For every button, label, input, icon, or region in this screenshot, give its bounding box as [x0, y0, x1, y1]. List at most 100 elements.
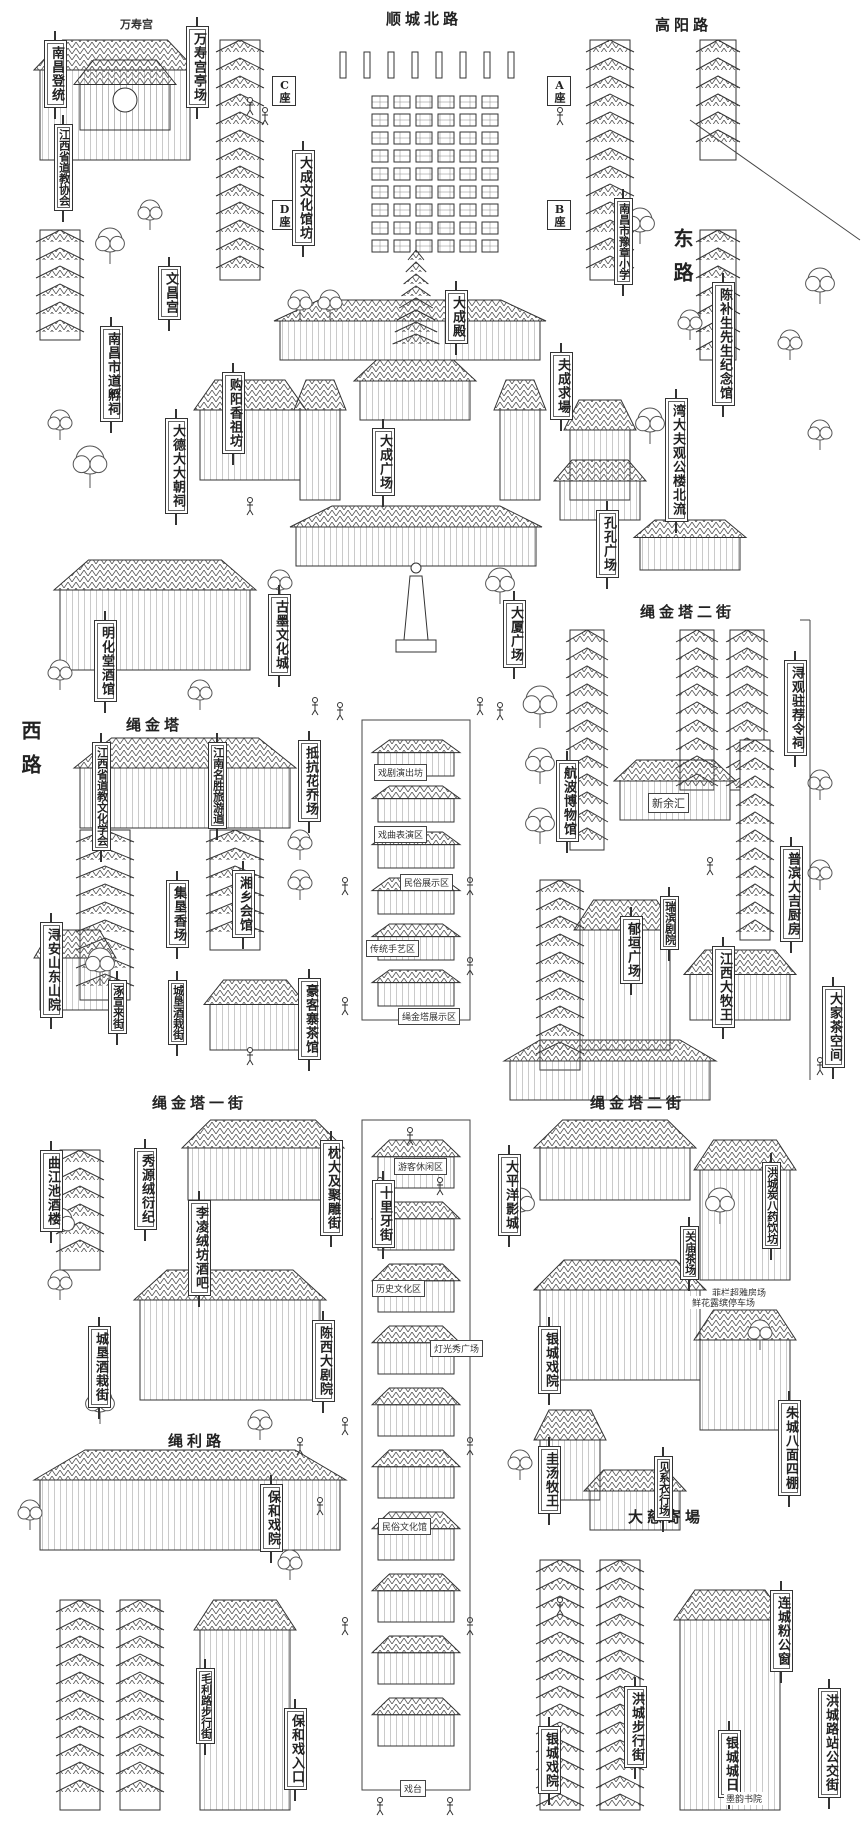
sign-dacheng-dian: 大成殿	[445, 290, 468, 344]
person	[341, 1417, 349, 1436]
tree	[747, 1319, 773, 1350]
tower-tier	[595, 1577, 645, 1591]
person	[556, 1597, 564, 1616]
hall-roof	[370, 1573, 462, 1592]
hall-roof	[352, 359, 478, 382]
tree-canopy	[819, 275, 835, 292]
tower-tier	[35, 265, 85, 279]
sign-huayuan: 瑞滨剧院	[660, 896, 679, 950]
tree-canopy	[777, 336, 791, 350]
tree-canopy	[539, 815, 555, 832]
hall-building	[180, 1119, 346, 1201]
plaza-tile	[481, 239, 499, 253]
hall-roof	[289, 505, 543, 528]
tower-tier	[675, 683, 719, 697]
column	[483, 51, 491, 79]
tree-canopy	[499, 575, 515, 592]
person	[446, 1797, 454, 1816]
sign-liangshan: 圭汤牧王	[538, 1446, 561, 1514]
statue-base	[395, 639, 437, 653]
person-body	[496, 707, 504, 721]
tree	[85, 947, 115, 984]
plaza-tile	[459, 113, 477, 127]
plaza-tile	[371, 185, 389, 199]
plaza-tile	[371, 167, 389, 181]
person-head	[317, 1497, 323, 1503]
tower-tier	[735, 757, 775, 771]
person	[336, 702, 344, 721]
label-parking: 鲜花露缤停车场	[690, 1296, 758, 1309]
road-shengli: 绳利路	[168, 1432, 226, 1450]
tower-tier	[535, 1703, 585, 1717]
tower-tier	[535, 897, 585, 911]
person	[406, 1127, 414, 1146]
sign-xiuyuan: 秀源绒衍纪	[134, 1148, 157, 1230]
person-head	[557, 1597, 563, 1603]
plaza-tile	[371, 95, 389, 109]
person-head	[297, 1437, 303, 1443]
tower-tier	[535, 1613, 585, 1627]
tree-canopy	[287, 876, 301, 890]
hall-building	[193, 1599, 297, 1811]
sign-dabing: 大平洋影城	[498, 1154, 521, 1236]
tower-tier	[115, 1779, 165, 1793]
tower-tier	[215, 183, 265, 197]
tree-canopy	[539, 755, 555, 772]
column	[339, 51, 347, 79]
column	[411, 51, 419, 79]
tower-tier	[55, 1149, 105, 1163]
label-chaoge: 菲栏超雅房场	[710, 1286, 769, 1299]
hall-building	[370, 785, 462, 823]
tower-tier	[735, 793, 775, 807]
person-body	[816, 1062, 824, 1076]
tree-canopy	[29, 1506, 43, 1520]
tower-body	[59, 1599, 101, 1811]
person-head	[377, 1797, 383, 1803]
sign-chen-dajuyuan: 陈西大剧院	[312, 1320, 335, 1402]
person-body	[311, 702, 319, 716]
tower-tier	[115, 1707, 165, 1721]
hall-roof	[32, 1449, 348, 1481]
tower-tier	[735, 829, 775, 843]
person-head	[262, 107, 268, 113]
person-head	[437, 1177, 443, 1183]
tower-tier	[695, 57, 741, 71]
tower-tier	[585, 39, 635, 53]
plaza-tile	[371, 149, 389, 163]
plaza-tile	[437, 167, 455, 181]
hall-roof	[370, 923, 462, 938]
tree	[807, 859, 833, 890]
tower-tier	[535, 879, 585, 893]
sign-fuzi-xiaoxue: 南昌市豫章小学	[614, 198, 633, 285]
road-shengjinta: 绳金塔	[126, 716, 184, 734]
tree-canopy	[279, 576, 293, 590]
tower-tier	[115, 1743, 165, 1757]
tower-tier	[565, 647, 609, 661]
road-shengjinta-2-top: 绳金塔二街	[640, 603, 736, 621]
person-head	[247, 497, 253, 503]
tree-canopy	[299, 296, 313, 310]
tree	[705, 1187, 735, 1224]
plaza-tile	[393, 113, 411, 127]
tower-tier	[595, 1667, 645, 1681]
tower-tier	[595, 1631, 645, 1645]
person	[246, 97, 254, 116]
tower-tier	[35, 247, 85, 261]
pagoda-tier	[401, 285, 431, 297]
tower-tier	[535, 1559, 585, 1573]
hall-roof	[532, 1119, 698, 1149]
column	[387, 51, 395, 79]
sign-shengtian: 枕大及聚雕街	[320, 1140, 343, 1236]
tree	[187, 679, 213, 710]
tower-tier	[725, 665, 769, 679]
hall-roof	[632, 519, 748, 538]
sign-shengli-bu: 毛利路步行街	[196, 1668, 215, 1744]
person-body	[556, 112, 564, 126]
label-stage1: 戏剧演出坊	[374, 764, 428, 781]
tower-tier	[585, 165, 635, 179]
person-body	[341, 1622, 349, 1636]
sign-minghua: 明化堂酒馆	[94, 620, 117, 702]
tower-tier	[215, 129, 265, 143]
tower-tier	[535, 1023, 585, 1037]
tree	[247, 1409, 273, 1440]
